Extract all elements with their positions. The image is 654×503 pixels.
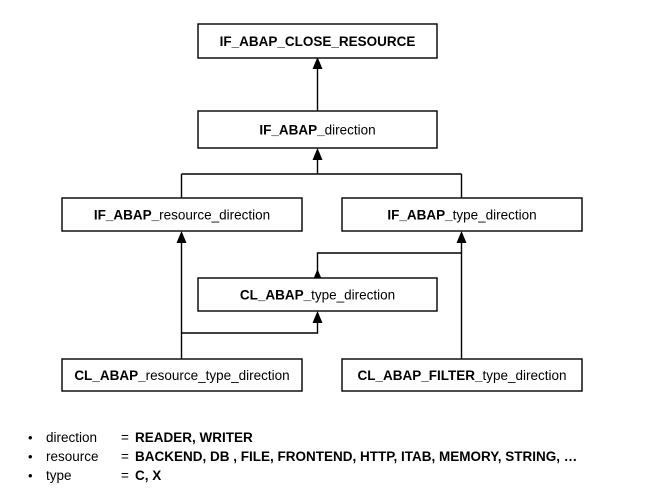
- bullet-icon: •: [28, 430, 33, 445]
- class-box-if-abap-direction[interactable]: IF_ABAP_direction: [197, 110, 438, 149]
- legend-values-resource: BACKEND, DB , FILE, FRONTEND, HTTP, ITAB…: [135, 449, 578, 464]
- svg-text:IF_ABAP_resource_direction: IF_ABAP_resource_direction: [94, 207, 270, 222]
- class-name-suffix: type_direction: [453, 207, 537, 222]
- legend-equals: =: [121, 430, 129, 445]
- legend-equals: =: [121, 468, 129, 483]
- class-name-prefix: IF_ABAP_: [387, 207, 453, 222]
- svg-text:IF_ABAP_direction: IF_ABAP_direction: [259, 122, 375, 137]
- svg-text:CL_ABAP_resource_type_directio: CL_ABAP_resource_type_direction: [74, 368, 289, 383]
- class-box-cl-abap-resource-type-direction[interactable]: CL_ABAP_resource_type_direction: [61, 358, 303, 392]
- bullet-icon: •: [28, 449, 33, 464]
- class-box-if-abap-resource-direction[interactable]: IF_ABAP_resource_direction: [61, 197, 303, 232]
- class-box-cl-abap-filter-type-direction[interactable]: CL_ABAP_FILTER_type_direction: [341, 358, 583, 392]
- class-box-if-abap-type-direction[interactable]: IF_ABAP_type_direction: [341, 197, 583, 232]
- class-name-suffix: resource_type_direction: [146, 368, 290, 383]
- arrowhead-cl-type-direction-bottom: [312, 311, 323, 323]
- svg-text:IF_ABAP_CLOSE_RESOURCE: IF_ABAP_CLOSE_RESOURCE: [220, 34, 416, 49]
- svg-text:IF_ABAP_type_direction: IF_ABAP_type_direction: [387, 207, 536, 222]
- legend-row-direction: • direction = READER, WRITER: [28, 428, 642, 447]
- legend-equals: =: [121, 449, 129, 464]
- svg-text:CL_ABAP_type_direction: CL_ABAP_type_direction: [240, 287, 395, 302]
- class-name-prefix: IF_ABAP_CLOSE_RESOURCE: [220, 34, 416, 49]
- legend: • direction = READER, WRITER • resource …: [28, 428, 642, 485]
- arrowhead-direction: [312, 148, 323, 160]
- class-name-suffix: type_direction: [311, 287, 395, 302]
- class-box-if-abap-close-resource[interactable]: IF_ABAP_CLOSE_RESOURCE: [197, 23, 438, 59]
- edge-cl-type-to-if-type-elbow: [316, 252, 462, 278]
- legend-row-resource: • resource = BACKEND, DB , FILE, FRONTEN…: [28, 447, 642, 466]
- class-name-suffix: type_direction: [482, 368, 566, 383]
- class-name-suffix: resource_direction: [159, 207, 270, 222]
- arrowhead-close-resource: [312, 57, 323, 69]
- class-box-cl-abap-type-direction[interactable]: CL_ABAP_type_direction: [197, 277, 438, 312]
- class-name-prefix: CL_ABAP_FILTER_: [357, 368, 483, 383]
- svg-text:CL_ABAP_FILTER_type_direction: CL_ABAP_FILTER_type_direction: [357, 368, 566, 383]
- class-name-prefix: IF_ABAP_: [259, 122, 325, 137]
- legend-term-direction: direction: [46, 430, 98, 445]
- legend-values-direction: READER, WRITER: [135, 430, 253, 445]
- bullet-icon: •: [28, 468, 33, 483]
- legend-row-type: • type = C, X: [28, 466, 642, 485]
- arrowhead-if-resource-direction: [176, 231, 187, 243]
- edge-cl-resource-type-to-cl-type-elbow: [181, 320, 319, 334]
- legend-term-resource: resource: [46, 449, 99, 464]
- node-layer: IF_ABAP_CLOSE_RESOURCE IF_ABAP_direction…: [61, 23, 583, 392]
- class-name-prefix: CL_ABAP_: [240, 287, 312, 302]
- class-name-prefix: IF_ABAP_: [94, 207, 160, 222]
- arrowhead-if-type-direction: [456, 231, 467, 243]
- legend-values-type: C, X: [135, 468, 162, 483]
- class-name-suffix: direction: [325, 122, 376, 137]
- legend-term-type: type: [46, 468, 72, 483]
- class-name-prefix: CL_ABAP_: [74, 368, 146, 383]
